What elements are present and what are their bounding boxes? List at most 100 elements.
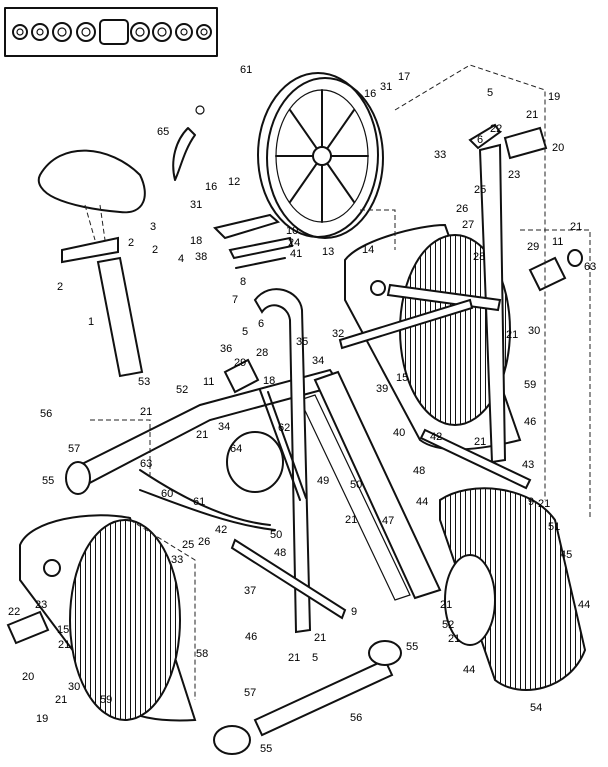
part-label-45: 45 <box>560 549 572 561</box>
part-label-31b: 31 <box>380 81 392 93</box>
seat <box>37 149 146 214</box>
part-label-6b: 6 <box>477 134 483 146</box>
part-label-21h: 21 <box>345 514 357 526</box>
part-label-22a: 22 <box>490 123 502 135</box>
part-label-17: 17 <box>398 71 410 83</box>
part-label-55b: 55 <box>406 641 418 653</box>
part-label-36: 36 <box>220 343 232 355</box>
left-shroud <box>19 514 197 722</box>
part-label-19a: 19 <box>548 91 560 103</box>
part-label-21m: 21 <box>58 639 70 651</box>
part-label-18b: 18 <box>263 375 275 387</box>
part-label-27: 27 <box>462 219 474 231</box>
part-label-21g: 21 <box>196 429 208 441</box>
part-label-29b: 29 <box>234 357 246 369</box>
part-label-32: 32 <box>332 328 344 340</box>
part-label-37: 37 <box>244 585 256 597</box>
part-label-57b: 57 <box>244 687 256 699</box>
handlebar-stem <box>213 213 294 269</box>
part-label-20b: 20 <box>22 671 34 683</box>
part-label-24: 24 <box>288 237 300 249</box>
part-label-2b: 2 <box>128 237 134 249</box>
part-label-21e: 21 <box>538 498 550 510</box>
part-label-46a: 46 <box>524 416 536 428</box>
part-label-59a: 59 <box>524 379 536 391</box>
seat-post <box>61 204 144 378</box>
rear-wheel-cover <box>439 487 587 691</box>
part-label-5a: 5 <box>242 326 248 338</box>
part-label-1: 1 <box>88 316 94 328</box>
part-label-26b: 26 <box>198 536 210 548</box>
part-label-25b: 25 <box>182 539 194 551</box>
part-label-56a: 56 <box>40 408 52 420</box>
part-label-13: 13 <box>322 246 334 258</box>
part-label-8: 8 <box>240 276 246 288</box>
part-label-10: 10 <box>286 225 298 237</box>
part-label-33b: 33 <box>171 554 183 566</box>
part-label-9a: 9 <box>528 496 534 508</box>
strap-ring <box>195 105 205 115</box>
part-label-21l: 21 <box>448 633 460 645</box>
fan-wheel <box>257 72 384 239</box>
pulley-parts <box>223 249 583 394</box>
part-label-15b: 15 <box>57 624 69 636</box>
part-label-15: 15 <box>396 372 408 384</box>
part-label-14: 14 <box>362 244 374 256</box>
part-label-21d: 21 <box>474 436 486 448</box>
part-label-44b: 44 <box>578 599 590 611</box>
part-label-34b: 34 <box>218 421 230 433</box>
part-label-5b: 5 <box>487 87 493 99</box>
part-label-3: 3 <box>150 221 156 233</box>
part-label-43: 43 <box>522 459 534 471</box>
part-label-9b: 9 <box>351 606 357 618</box>
tension-strap <box>172 127 196 181</box>
part-label-41: 41 <box>290 248 302 260</box>
part-label-19b: 19 <box>36 713 48 725</box>
part-label-25a: 25 <box>474 184 486 196</box>
part-label-62: 62 <box>278 422 290 434</box>
part-label-16b: 16 <box>364 88 376 100</box>
part-label-29a: 29 <box>527 241 539 253</box>
part-label-57a: 57 <box>68 443 80 455</box>
part-label-61b: 61 <box>193 496 205 508</box>
part-label-2c: 2 <box>57 281 63 293</box>
part-label-55c: 55 <box>260 743 272 755</box>
part-label-34: 34 <box>312 355 324 367</box>
part-label-21k: 21 <box>314 632 326 644</box>
part-label-63a: 63 <box>584 261 596 273</box>
assembly-guides <box>90 64 591 700</box>
part-label-59b: 59 <box>100 694 112 706</box>
part-label-6a: 6 <box>258 318 264 330</box>
part-label-56b: 56 <box>350 712 362 724</box>
part-label-18a: 18 <box>190 235 202 247</box>
part-label-33a: 33 <box>434 149 446 161</box>
part-label-11a: 11 <box>552 236 563 248</box>
part-label-21a: 21 <box>526 109 538 121</box>
part-label-61: 61 <box>240 64 252 76</box>
part-label-21f: 21 <box>140 406 152 418</box>
part-label-42b: 42 <box>215 524 227 536</box>
crank-assembly <box>139 389 307 531</box>
part-label-52b: 52 <box>442 619 454 631</box>
part-label-38: 38 <box>195 251 207 263</box>
part-label-47: 47 <box>382 515 394 527</box>
part-label-28b: 28 <box>256 347 268 359</box>
part-label-16a: 16 <box>205 181 217 193</box>
part-label-50a: 50 <box>350 479 362 491</box>
part-label-58: 58 <box>196 648 208 660</box>
part-label-51: 51 <box>548 521 560 533</box>
part-label-5c: 5 <box>312 652 318 664</box>
part-label-44a: 44 <box>416 496 428 508</box>
part-label-46b: 46 <box>245 631 257 643</box>
part-label-48a: 48 <box>413 465 425 477</box>
part-label-31a: 31 <box>190 199 202 211</box>
crossbars <box>230 283 532 620</box>
part-label-35: 35 <box>296 336 308 348</box>
part-label-4: 4 <box>178 253 184 265</box>
part-label-21i: 21 <box>440 599 452 611</box>
part-label-26a: 26 <box>456 203 468 215</box>
part-label-30b: 30 <box>68 681 80 693</box>
part-label-23b: 23 <box>35 599 47 611</box>
